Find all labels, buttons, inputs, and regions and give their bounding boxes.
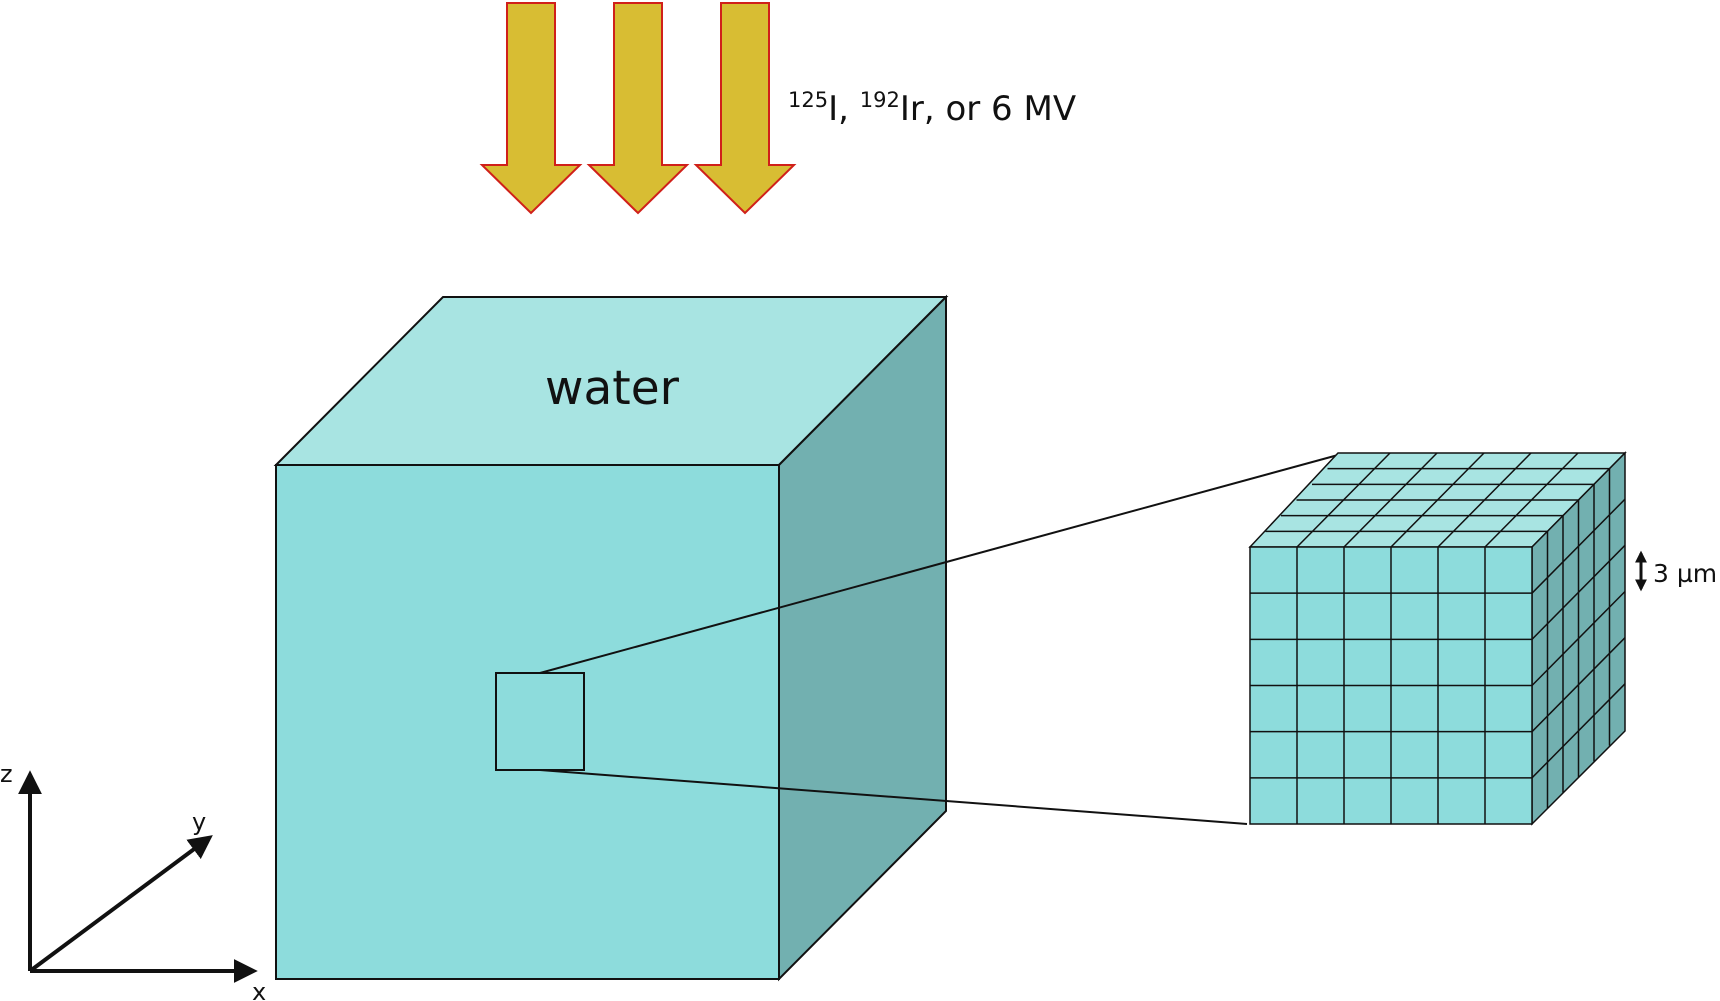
y-axis-arrow-icon bbox=[28, 835, 213, 973]
voxel-grid-lines bbox=[1250, 452, 1626, 824]
x-axis-label: x bbox=[252, 978, 266, 1001]
beam-arrow-2-icon bbox=[586, 2, 690, 215]
voxel-size-indicator: 3 µm bbox=[1635, 550, 1717, 592]
isotope1-symbol: I, bbox=[828, 89, 860, 129]
source-label: 125I, 192Ir, or 6 MV bbox=[788, 88, 1076, 129]
beam-arrow-1-icon bbox=[479, 2, 583, 215]
zoom-line-bottom bbox=[539, 769, 1248, 825]
water-phantom: water bbox=[273, 294, 949, 982]
zoom-line-top bbox=[539, 454, 1339, 674]
isotope2-mass-number: 192 bbox=[860, 88, 900, 112]
zoom-region-box bbox=[495, 672, 585, 771]
voxel-size-label: 3 µm bbox=[1653, 559, 1717, 588]
y-axis-label: y bbox=[192, 808, 206, 836]
beam-arrows bbox=[479, 2, 797, 215]
isotope2-symbol: Ir, or 6 MV bbox=[900, 89, 1076, 129]
beam-arrow-3-icon bbox=[693, 2, 797, 215]
voxel-grid-line bbox=[1531, 683, 1626, 779]
phantom-material-label: water bbox=[545, 361, 680, 416]
z-axis-label: z bbox=[0, 760, 13, 788]
zoom-indicator bbox=[495, 454, 1339, 825]
voxel-cube bbox=[1248, 451, 1627, 826]
coordinate-axes: z x y bbox=[0, 760, 266, 1001]
isotope1-mass-number: 125 bbox=[788, 88, 828, 112]
